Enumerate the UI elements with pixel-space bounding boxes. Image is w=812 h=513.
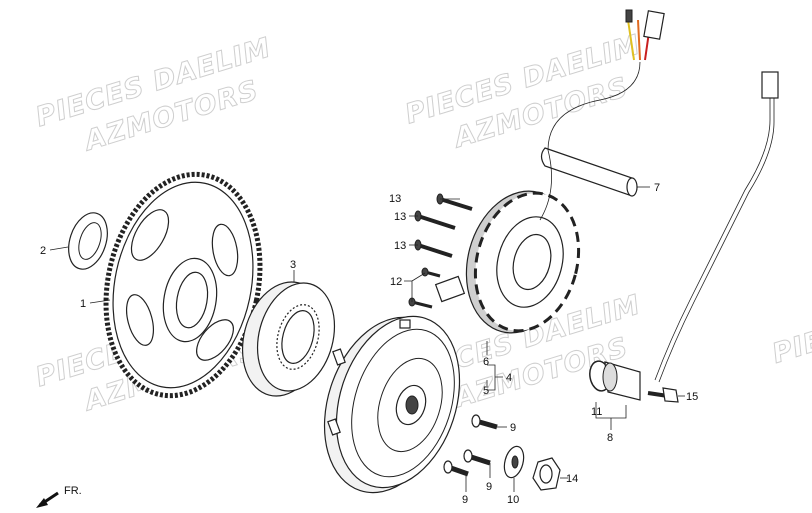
callout-9c: 9 (462, 494, 468, 506)
part-8-sensor-harness (589, 71, 779, 401)
callout-14: 14 (566, 473, 578, 485)
callout-7: 7 (654, 182, 660, 194)
callout-11: 11 (591, 406, 602, 418)
part-2-washer (68, 212, 108, 270)
watermark-top-center: PIECES DAELIM AZMOTORS (401, 29, 645, 155)
part-3-starter-clutch (241, 281, 336, 397)
part-1-starter-gear (103, 171, 263, 399)
watermark-top-left: PIECES DAELIM AZMOTORS (32, 32, 276, 158)
callout-13c: 13 (394, 240, 406, 252)
front-direction-arrow: FR. (36, 485, 82, 508)
part-12-screws (408, 267, 441, 309)
callout-5: 5 (483, 385, 489, 397)
callout-10: 10 (507, 494, 519, 506)
callout-15: 15 (686, 391, 698, 403)
callout-9a: 9 (510, 422, 516, 434)
callout-13b: 13 (394, 211, 406, 223)
part-14-nut (532, 457, 561, 491)
callout-1: 1 (80, 298, 86, 310)
callout-3: 3 (290, 259, 296, 271)
part-5-flywheel-rotor (323, 315, 461, 494)
part-7-pulse-generator-harness (539, 9, 665, 221)
callout-12: 12 (390, 276, 402, 288)
watermark-right-edge: PIECES DAELIM (768, 268, 812, 370)
callout-9b: 9 (486, 481, 492, 493)
callout-2: 2 (40, 245, 46, 257)
callout-6: 6 (483, 356, 489, 368)
part-15-bolt (647, 387, 679, 403)
part-10-washer (503, 445, 525, 479)
part-9-bolts (443, 414, 498, 477)
leader-lines (49, 186, 685, 492)
callout-8: 8 (607, 432, 613, 444)
callout-13a: 13 (389, 193, 401, 205)
part-13-stator-bolts (414, 193, 473, 258)
callout-4: 4 (506, 372, 512, 384)
svg-text:PIECES DAELIM: PIECES DAELIM (769, 269, 812, 370)
part-6-stator (434, 190, 581, 334)
front-direction-label: FR. (64, 485, 82, 497)
